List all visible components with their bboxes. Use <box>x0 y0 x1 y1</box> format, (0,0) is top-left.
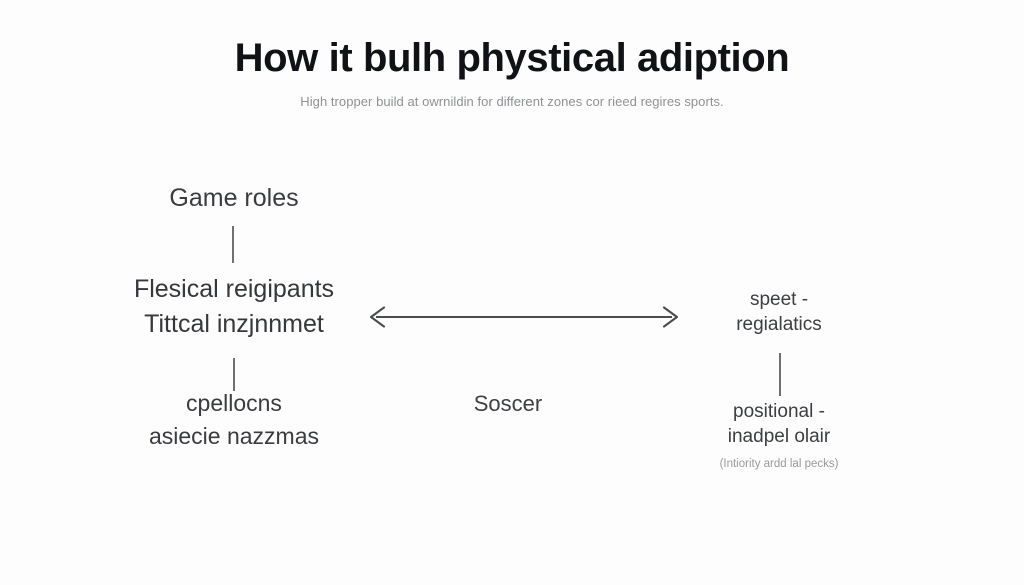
node-positional-inadpel-olair-line1: positional - <box>733 401 825 423</box>
bidirectional-arrow-icon <box>369 306 679 328</box>
node-flesical-reigipants: Flesical reigipants <box>133 274 335 303</box>
page-subtitle: High tropper build at owrnildin for diff… <box>300 94 724 109</box>
connector-left-bottom <box>233 358 235 391</box>
right-branch-column: speet - regialatics positional - inadpel… <box>676 288 882 472</box>
node-tittcal-inzjnnmet: Tittcal inzjnnmet <box>144 310 324 338</box>
node-cpellocns: cpellocns <box>186 389 282 416</box>
left-gap-1 <box>72 215 396 273</box>
node-speet-regialatics-line1: speet - <box>749 289 809 310</box>
connector-right <box>779 353 781 396</box>
node-asiecie-nazzmas: asiecie nazzmas <box>148 423 320 450</box>
page-title: How it bulh phystical adiption <box>234 36 790 80</box>
left-branch-column: Game roles Flesical reigipants Tittcal i… <box>72 182 396 452</box>
node-positional-inadpel-olair-line2: inadpel olair <box>727 426 831 448</box>
node-speet-regialatics-line2: regialatics <box>736 313 822 335</box>
connector-left-top <box>232 226 234 263</box>
right-branch-note: (Intiority ardd lal pecks) <box>719 457 839 470</box>
center-relation-label: Soscer <box>473 391 543 416</box>
node-game-roles: Game roles <box>169 184 299 212</box>
